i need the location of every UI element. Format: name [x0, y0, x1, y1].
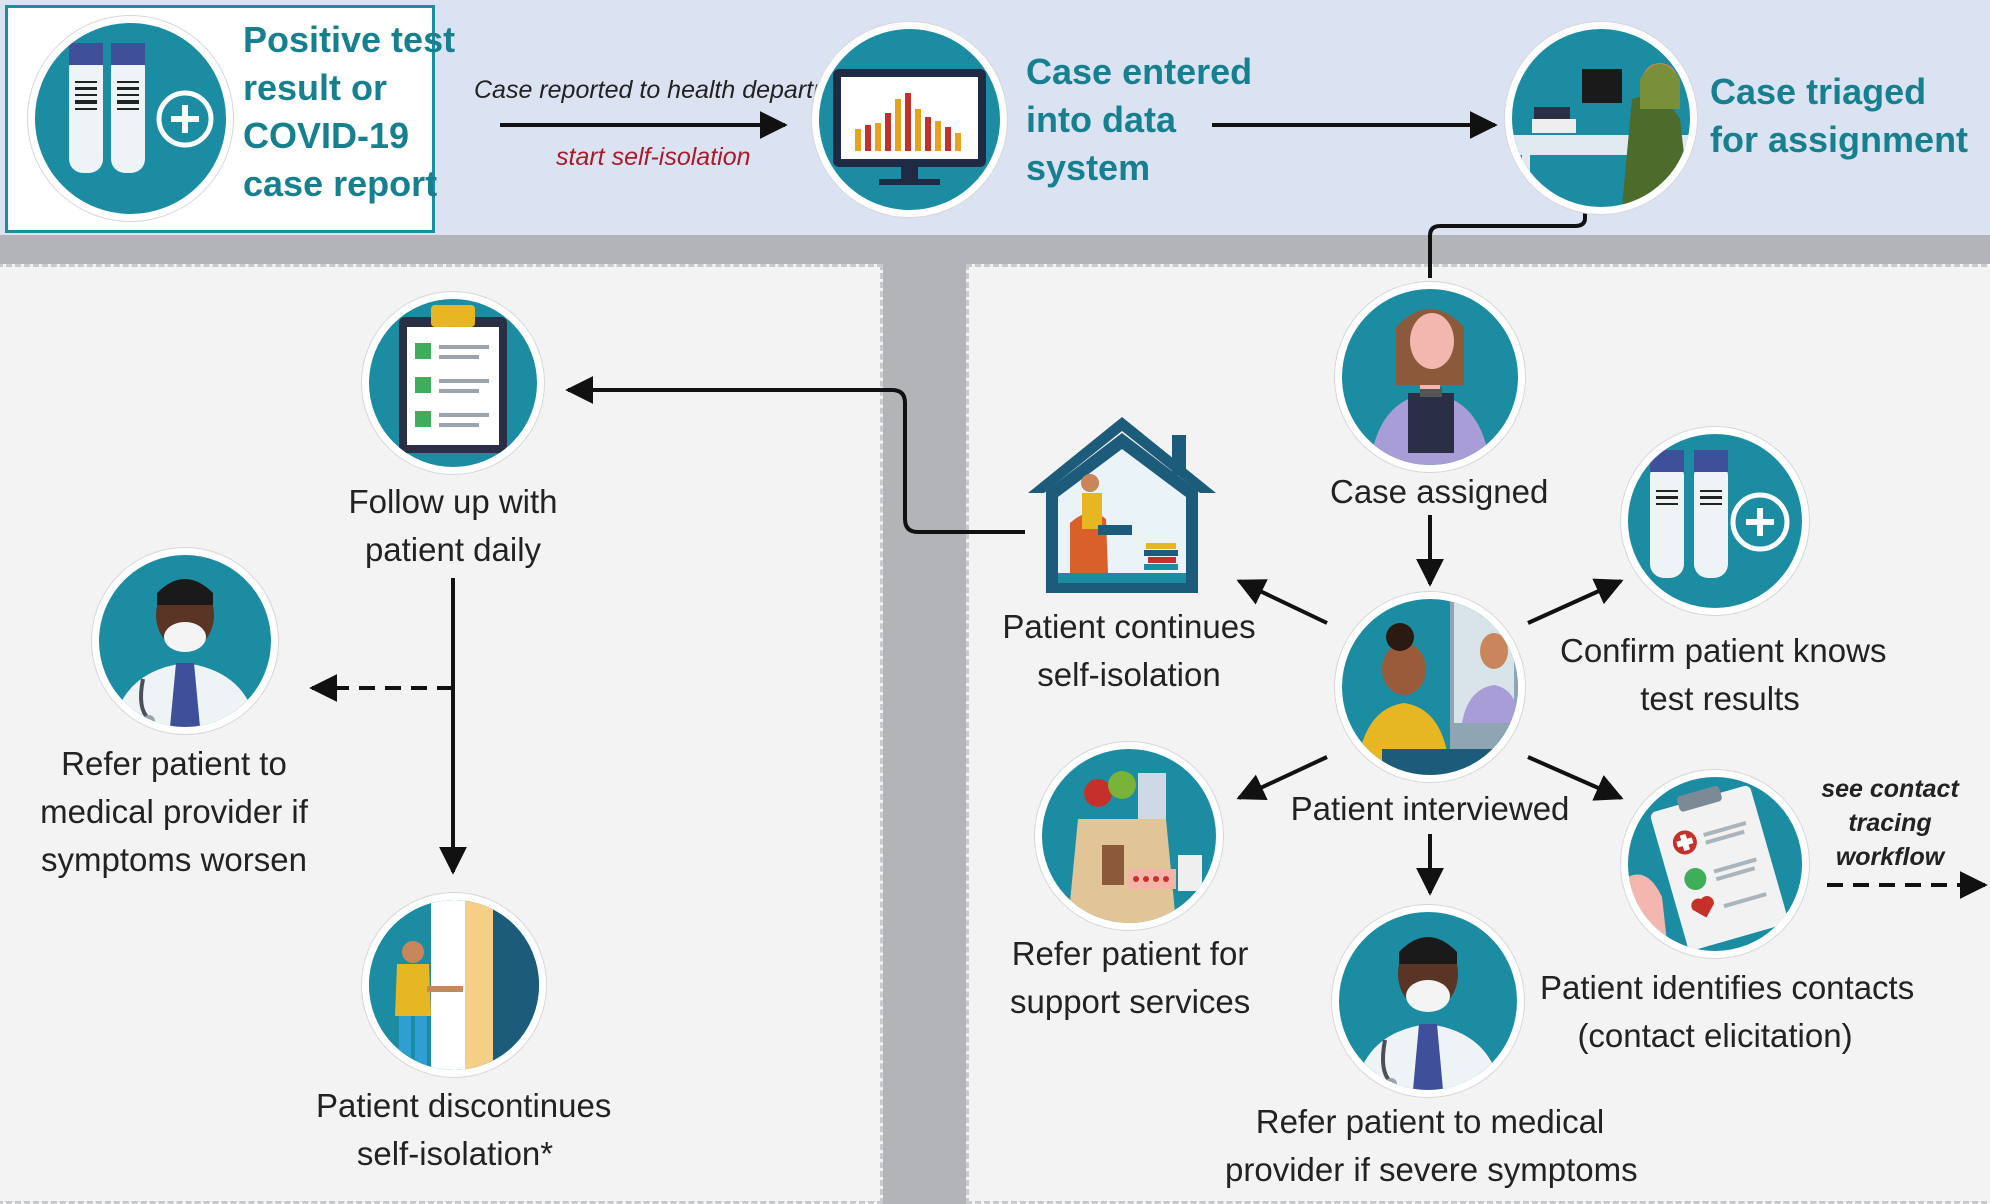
contacts-line: Patient identifies contacts [1540, 969, 1915, 1006]
reported-label: Case reported to health department [474, 76, 869, 104]
doctor-icon [92, 548, 278, 734]
see-contact-tracing-line: tracing [1848, 809, 1932, 837]
phone-interview-icon [1335, 592, 1525, 782]
case-triaged-line: Case triaged [1710, 71, 1927, 112]
positive-test-line: result or [243, 67, 388, 108]
follow-up-caption: Follow up with patient daily [330, 478, 576, 574]
confirm-results-line: test results [1640, 680, 1800, 717]
contacts-line: (contact elicitation) [1577, 1017, 1853, 1054]
case-entered-line: into data [1026, 99, 1176, 140]
see-contact-tracing-line: workflow [1835, 843, 1945, 871]
positive-test-line: Positive test [243, 19, 456, 60]
positive-test-line: case report [243, 163, 438, 204]
arrow-to-confirm [1527, 578, 1624, 625]
medical-worsen-line: symptoms worsen [41, 841, 307, 878]
triage-worker-icon [1505, 22, 1697, 214]
doctor-icon [1332, 905, 1524, 1097]
self-isolation-label: start self-isolation [556, 143, 751, 171]
test-results-icon [1621, 427, 1809, 615]
case-worker-icon [1335, 282, 1525, 472]
see-contact-tracing-note: see contact tracing workflow [1820, 772, 1960, 874]
see-contact-tracing-line: see contact [1821, 775, 1959, 803]
contacts-caption: Patient identifies contacts (contact eli… [1540, 964, 1915, 1060]
arrow-continues-to-follow-up [565, 376, 1025, 534]
arrow-to-contacts [1527, 755, 1624, 801]
home-isolation-icon [1024, 413, 1220, 598]
case-entered-line: Case entered [1026, 51, 1253, 92]
case-entered-line: system [1026, 147, 1151, 188]
discontinues-line: self-isolation* [356, 1135, 554, 1172]
test-tubes-icon [28, 16, 233, 221]
discontinues-line: Patient discontinues [316, 1087, 612, 1124]
medical-worsen-caption: Refer patient to medical provider if sym… [40, 740, 308, 884]
support-services-line: support services [1010, 983, 1251, 1020]
confirm-results-caption: Confirm patient knows test results [1560, 627, 1887, 723]
positive-test-line: COVID-19 [243, 115, 410, 156]
arrow-to-continues [1236, 579, 1328, 625]
checklist-icon [362, 292, 544, 474]
confirm-results-line: Confirm patient knows [1560, 632, 1887, 669]
connector-triaged-to-assigned [1428, 208, 1587, 278]
follow-up-line: patient daily [364, 531, 542, 568]
case-triaged-heading: Case triaged for assignment [1710, 68, 1968, 164]
medical-severe-caption: Refer patient to medical provider if sev… [1225, 1098, 1638, 1194]
arrow-to-support [1236, 755, 1328, 801]
continues-isolation-line: Patient continues [1002, 608, 1256, 645]
follow-up-line: Follow up with [348, 483, 558, 520]
continues-isolation-line: self-isolation [1037, 656, 1221, 693]
medical-worsen-line: medical provider if [40, 793, 308, 830]
patient-interviewed-caption: Patient interviewed [1290, 790, 1570, 827]
contacts-clipboard-icon [1621, 770, 1809, 958]
positive-test-heading: Positive test result or COVID-19 case re… [243, 16, 455, 208]
medical-severe-line: provider if severe symptoms [1225, 1151, 1638, 1188]
case-triaged-line: for assignment [1710, 119, 1969, 160]
case-assigned-caption: Case assigned [1330, 473, 1549, 510]
discontinues-caption: Patient discontinues self-isolation* [316, 1082, 612, 1178]
case-entered-heading: Case entered into data system [1026, 48, 1252, 192]
support-services-caption: Refer patient for support services [1010, 930, 1250, 1026]
monitor-chart-icon [812, 22, 1007, 217]
door-exit-icon [362, 893, 546, 1077]
medical-severe-line: Refer patient to medical [1255, 1103, 1605, 1140]
grocery-bag-icon [1035, 742, 1223, 930]
medical-worsen-line: Refer patient to [61, 745, 287, 782]
support-services-line: Refer patient for [1011, 935, 1249, 972]
continues-isolation-caption: Patient continues self-isolation [998, 603, 1260, 699]
